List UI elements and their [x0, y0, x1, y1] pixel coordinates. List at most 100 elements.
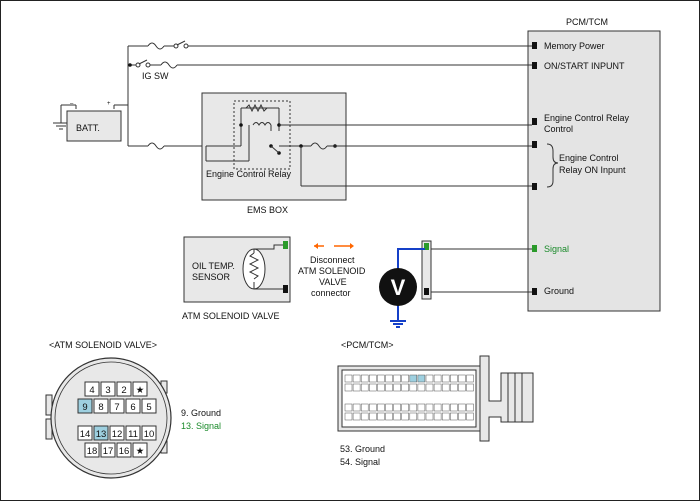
- pcm-pin-cell: [433, 383, 442, 392]
- atm-pin-label: 2: [121, 385, 126, 396]
- pcm-pin-cell: [409, 412, 418, 421]
- atm-pin-cell: [116, 442, 132, 458]
- atm-pin-label: 10: [144, 429, 155, 440]
- pcm-pin-cell: [385, 374, 393, 383]
- pcm-pin-cell: [393, 412, 401, 421]
- battery-wiring: IG SW – +: [53, 40, 532, 150]
- atm-solenoid-valve: [183, 236, 291, 303]
- pcm-pin-cell: [417, 383, 426, 392]
- pcm-pin-cell: [425, 412, 434, 421]
- pcm-pin-cell: [450, 412, 458, 421]
- pcm-pin-cell: [369, 383, 377, 392]
- pcm-pin-cell: [369, 403, 377, 412]
- sensor-ground-terminal: [283, 285, 288, 293]
- atm-legend-ground: 9. Ground: [181, 408, 221, 418]
- pcm-connector-pins: [344, 374, 474, 421]
- disconnect-text-1: Disconnect: [310, 255, 355, 265]
- pcm-pin-terminals: [532, 42, 537, 295]
- atm-pin-cell: [100, 381, 116, 397]
- pcm-pin-cell: [433, 374, 442, 383]
- pcm-pin-on-start: ON/START INPUNT: [544, 61, 625, 71]
- pcm-pin-cell: [458, 412, 466, 421]
- pcm-connector-face: [337, 355, 534, 442]
- pcm-pin-cell: [360, 412, 369, 421]
- atm-pin-label: ★: [136, 446, 145, 457]
- sensor-label-2: SENSOR: [192, 272, 231, 282]
- pcm-pin-cell: [369, 374, 377, 383]
- engine-control-relay: [205, 100, 291, 170]
- pcm-pin-cell: [425, 383, 434, 392]
- battery-label: BATT.: [76, 123, 100, 133]
- pcm-pin-cell: [344, 374, 353, 383]
- pcm-pin-cell: [401, 383, 409, 392]
- pcm-pin-cell: [377, 383, 385, 392]
- pcm-pin-cell: [385, 403, 393, 412]
- pcm-pin-cell: [466, 403, 474, 412]
- relay-label: Engine Control Relay: [206, 169, 292, 179]
- pcm-pin-cell: [401, 403, 409, 412]
- atm-pin-label: 11: [128, 429, 138, 440]
- pcm-pin-ecr: Engine Control Relay: [544, 113, 630, 123]
- pcm-pin-cell: [441, 374, 450, 383]
- pcm-pin-cell: [441, 412, 450, 421]
- pcm-side-connector: [421, 240, 532, 300]
- atm-pin-cell: [141, 425, 157, 441]
- pcm-pin-cell: [344, 403, 353, 412]
- pcm-pin-cell: [450, 374, 458, 383]
- pcm-pin-cell: [369, 412, 377, 421]
- voltmeter-label: V: [391, 275, 406, 300]
- atm-pin-cell: [109, 425, 125, 441]
- pcm-pin-cell: [385, 412, 393, 421]
- pcm-pin-cell: [425, 374, 434, 383]
- pcm-legend-signal: 54. Signal: [340, 457, 380, 467]
- atm-pin-label: 7: [114, 402, 119, 413]
- disconnect-text-4: connector: [311, 288, 351, 298]
- pcm-pin-memory-power: Memory Power: [544, 41, 605, 51]
- pcm-pin-cell: [393, 383, 401, 392]
- sensor-label-1: OIL TEMP.: [192, 261, 235, 271]
- atm-pin-label: 13: [96, 429, 107, 440]
- pcm-pin-ec-on-2: Relay ON Inpunt: [559, 165, 626, 175]
- pcm-pin-cell: [377, 412, 385, 421]
- pcm-pin-cell: [360, 383, 369, 392]
- atm-pin-label: 18: [87, 446, 98, 457]
- disconnect-text-2: ATM SOLENOID: [298, 266, 366, 276]
- pcm-pin-cell: [360, 374, 369, 383]
- atm-connector-title: <ATM SOLENOID VALVE>: [49, 340, 157, 350]
- atm-pin-cell: [109, 398, 125, 414]
- pcm-pin-cell: [425, 403, 434, 412]
- pcm-pin-cell: [377, 374, 385, 383]
- pcm-pin-cell: [466, 412, 474, 421]
- atm-pin-label: 6: [130, 402, 135, 413]
- pcm-pin-cell: [458, 374, 466, 383]
- atm-pin-cell: [93, 425, 109, 441]
- ems-output-wiring: [279, 124, 532, 187]
- pcm-pin-cell: [450, 383, 458, 392]
- atm-pin-cell: [77, 398, 93, 414]
- pcm-pin-cell: [377, 403, 385, 412]
- voltmeter-icon: [379, 268, 417, 306]
- pcm-pin-cell: [417, 403, 426, 412]
- atm-pin-cell: [125, 398, 141, 414]
- pcm-module: [527, 30, 661, 312]
- pcm-pin-cell: [401, 412, 409, 421]
- pcm-pin-ec-on: Engine Control: [559, 153, 619, 163]
- atm-pin-cell: [84, 442, 100, 458]
- atm-pin-cell: [125, 425, 141, 441]
- pcm-pin-cell: [433, 403, 442, 412]
- pcm-pin-cell: [393, 374, 401, 383]
- ig-sw-label: IG SW: [142, 71, 169, 81]
- pcm-pin-cell: [352, 374, 361, 383]
- pcm-pin-cell: [352, 412, 361, 421]
- atm-pin-label: 14: [80, 429, 91, 440]
- atm-pin-cell: [100, 442, 116, 458]
- disconnect-arrows-icon: [314, 243, 354, 249]
- atm-pin-cell: [132, 381, 148, 397]
- pcm-pin-cell: [409, 403, 418, 412]
- disconnect-text-3: VALVE: [319, 277, 347, 287]
- pcm-pin-cell: [352, 383, 361, 392]
- svg-text:–: –: [70, 101, 74, 107]
- ground-symbol-icon: [390, 320, 406, 328]
- battery: [66, 110, 122, 142]
- pcm-pin-cell: [344, 383, 353, 392]
